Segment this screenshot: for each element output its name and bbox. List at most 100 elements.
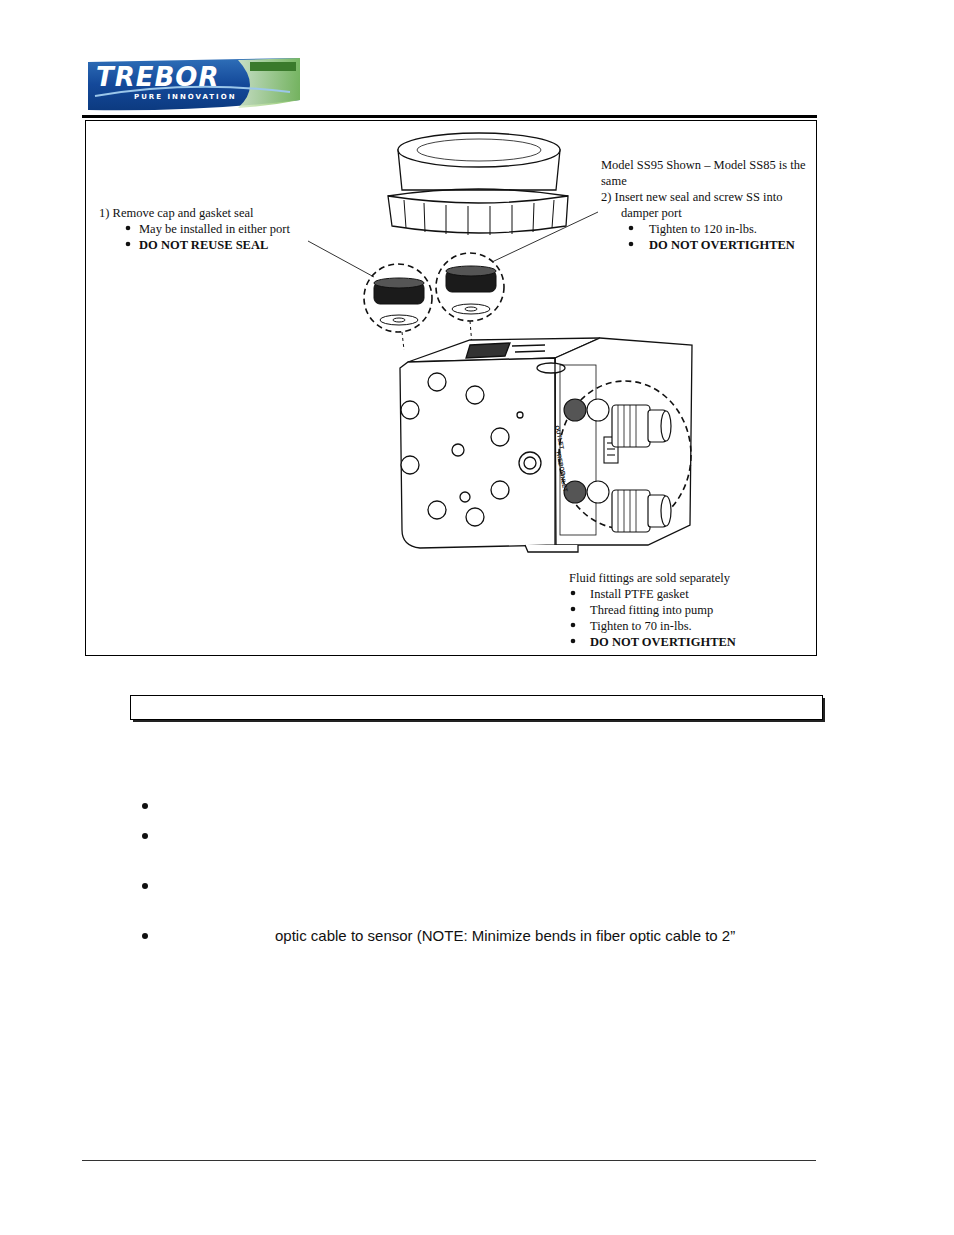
callout-bullets-part <box>126 226 131 231</box>
empty-box-part <box>131 696 823 720</box>
pump-ports <box>564 399 618 503</box>
pump-body-part <box>537 363 565 373</box>
callout-bullets-part <box>629 226 634 231</box>
damper-cap-part-part <box>424 203 425 232</box>
pump-body-part <box>555 338 692 545</box>
pump-body-part-part <box>517 412 523 418</box>
seal-detail-circles <box>364 253 504 350</box>
fluid-fittings-part-part <box>624 490 625 532</box>
callout-note: Tighten to 70 in-lbs. <box>590 618 692 634</box>
damper-cap-part-part <box>490 206 491 235</box>
pump-ports-part <box>607 454 615 455</box>
pump-body-part-part <box>491 428 509 446</box>
callout-step: 2) Insert new seal and screw SS into dam… <box>601 189 813 221</box>
callout-warning: DO NOT OVERTIGHTEN <box>649 237 795 253</box>
damper-cap-part <box>388 196 568 233</box>
footer-rule <box>82 1160 816 1161</box>
fluid-fittings-part <box>618 490 636 532</box>
callout-note: Install PTFE gasket <box>590 586 689 602</box>
fluid-fittings-part-part <box>618 490 619 532</box>
model-note: Model SS95 Shown – Model SS85 is the sam… <box>601 157 813 189</box>
pump-body-part <box>525 545 578 552</box>
callout-warning: DO NOT OVERTIGHTEN <box>590 634 736 650</box>
callout-note: Tighten to 120 in-lbs. <box>649 221 757 237</box>
pump-body-part-part <box>428 501 446 519</box>
pump-body-part <box>512 345 545 346</box>
pump-body-part-part <box>401 456 419 474</box>
damper-cap-part-part <box>404 200 406 228</box>
pump-body-part-part <box>491 481 509 499</box>
fluid-fittings-part <box>661 411 671 441</box>
fluid-fittings-part <box>661 496 671 526</box>
fluid-fittings-part-part <box>630 490 631 532</box>
damper-cap <box>388 133 568 235</box>
callout-bullets-part <box>126 242 131 247</box>
pump-body-part <box>400 358 556 548</box>
pump-body-part-part <box>452 444 464 456</box>
fluid-fittings-part-part <box>618 405 619 447</box>
list-bullets-part <box>142 833 148 839</box>
logo-graphic <box>88 58 300 110</box>
logo-tagline: PURE INNOVATION <box>134 93 237 102</box>
damper-cap-part <box>404 200 554 235</box>
callout-warning: DO NOT REUSE SEAL <box>139 237 268 253</box>
damper-cap-part-part <box>552 200 554 228</box>
seal-detail-circles-part <box>364 264 432 332</box>
gasket-seals-part <box>393 318 405 322</box>
damper-cap-part-part <box>468 206 469 235</box>
pump-ports-part <box>587 481 609 503</box>
list-bullets <box>142 803 148 939</box>
damper-cap-part <box>398 133 560 167</box>
callout-note: May be installed in either port <box>139 221 290 237</box>
header-rule <box>82 115 817 118</box>
list-bullets-part <box>142 803 148 809</box>
header-rule-part <box>82 115 817 118</box>
seal-detail-circles-part <box>402 332 404 350</box>
callout-note: Thread fitting into pump <box>590 602 713 618</box>
fluid-fittings-part <box>618 405 636 447</box>
damper-cap-part-part <box>446 205 447 234</box>
pump-body-part <box>560 365 596 535</box>
pump-ports-part <box>564 399 586 421</box>
gasket-seals-part <box>380 315 418 325</box>
pump-body-part-part <box>428 373 446 391</box>
fluid-fittings-part-part <box>636 405 637 447</box>
callout-bullets-part <box>571 591 576 596</box>
gasket-seals-part <box>465 307 477 311</box>
pump-body-part <box>515 351 545 352</box>
damper-cap-part-part <box>512 205 513 234</box>
empty-box <box>131 696 826 723</box>
figure-frame: 1) Remove cap and gasket sealMay be inst… <box>85 120 817 656</box>
fluid-fittings-part-part <box>636 490 637 532</box>
logo-graphic-part <box>250 62 296 71</box>
callout-bullets-part <box>571 639 576 644</box>
fluid-fittings-part <box>612 405 650 447</box>
footer-rule-part <box>82 1160 816 1161</box>
fluid-fittings-part-part <box>630 405 631 447</box>
pump-body-part-part <box>460 492 470 502</box>
list-bullets-part <box>142 883 148 889</box>
list-bullets-part <box>142 933 148 939</box>
callout-step: 1) Remove cap and gasket seal <box>99 205 253 221</box>
pump-body-part-part <box>466 386 484 404</box>
list-item-text: optic cable to sensor (NOTE: Minimize be… <box>275 927 735 945</box>
fluid-fittings <box>612 405 671 532</box>
gasket-seals-part <box>374 278 424 288</box>
fluid-fittings-part <box>612 490 650 532</box>
pump-body-part-part <box>519 452 541 474</box>
damper-cap-part-part <box>533 203 534 232</box>
pump-body-part <box>466 343 510 358</box>
gasket-seals-part <box>452 304 490 314</box>
damper-cap-part <box>388 189 568 196</box>
logo-graphic-part <box>238 58 300 108</box>
pump-body-part-part <box>466 508 484 526</box>
callout-bullets-part <box>629 242 634 247</box>
callout-bullets <box>126 226 634 644</box>
logo-graphic-part <box>88 58 300 110</box>
logo-wordmark: TREBOR <box>96 62 219 92</box>
fluid-fittings-part-part <box>624 405 625 447</box>
callout-heading: Fluid fittings are sold separately <box>569 570 730 586</box>
leader-lines-part <box>308 241 374 277</box>
pump-body <box>400 338 692 552</box>
